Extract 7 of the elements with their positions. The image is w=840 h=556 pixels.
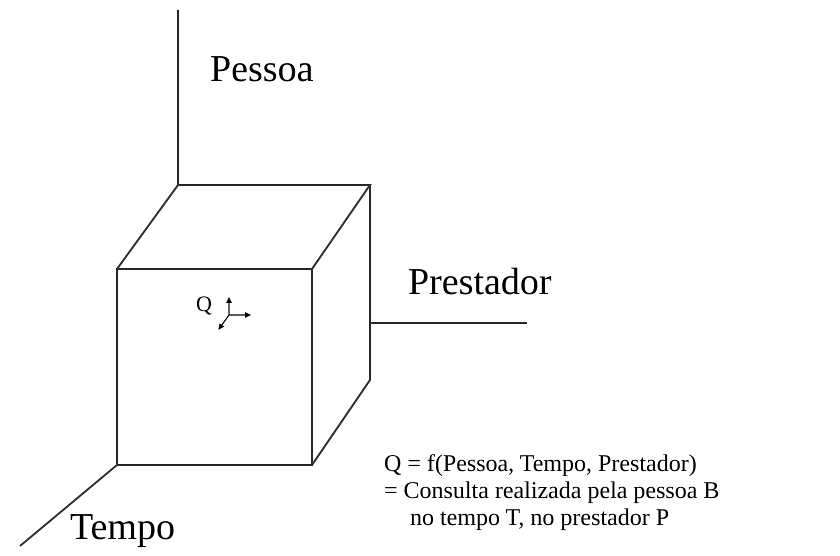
axis-label: Pessoa xyxy=(210,50,314,88)
formula-text: = Consulta realizada pela pessoa B xyxy=(384,479,720,503)
formula-text: Q = f(Pessoa, Tempo, Prestador) xyxy=(384,452,697,476)
formula-text: no tempo T, no prestador P xyxy=(410,506,670,530)
axis-label: Tempo xyxy=(70,508,175,546)
point-label: Q xyxy=(196,293,212,315)
axis-label: Prestador xyxy=(408,263,552,301)
